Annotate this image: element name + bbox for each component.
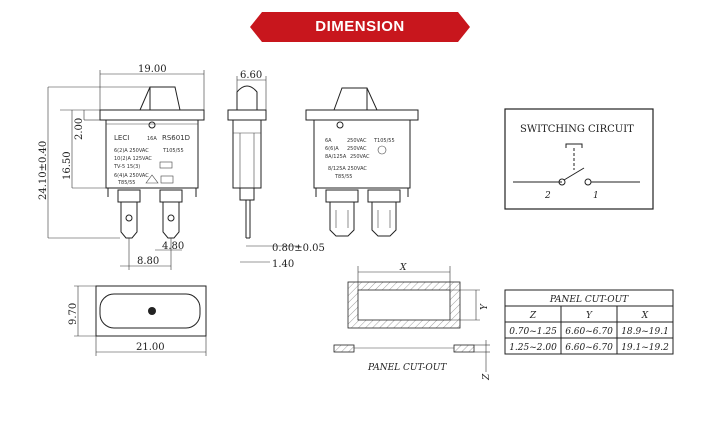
front-view: LECI 16A RS601D 6(2)A 250VAC T105/55 10(… [38, 64, 205, 270]
marking-brand: LECI [114, 134, 129, 142]
marking-t105: T105/55 [162, 148, 184, 154]
ul-logo-icon [159, 161, 173, 169]
front-height-dim: 24.10±0.40 [38, 141, 49, 200]
marking-t85: T85/55 [117, 180, 135, 186]
panel-caption: PANEL CUT-OUT [367, 363, 447, 373]
side-view: 6.60 0.80±0.05 1.40 [227, 70, 325, 270]
circuit-pin-left: 2 [544, 191, 551, 201]
table-cell: 6.60~6.70 [565, 327, 613, 337]
panel-x-label: X [399, 263, 407, 273]
table-cell: 18.9~19.1 [621, 327, 669, 337]
pin-thickness-dim: 0.80±0.05 [272, 243, 325, 254]
front-top-dim: 2.00 [74, 118, 85, 140]
back-marking-2: T105/55 [373, 138, 395, 144]
back-marking-1: 250VAC [347, 138, 367, 144]
table-header-y: Y [586, 311, 593, 321]
dimension-banner [250, 12, 470, 42]
marking-16a: 16A [147, 136, 157, 142]
marking-line3: TV-5 15(3) [113, 164, 140, 170]
cqc-logo-icon [377, 145, 387, 155]
marking-line1: 6(2)A 250VAC [114, 148, 149, 154]
back-marking-8: T85/55 [334, 174, 352, 180]
pin-width-dim: 4.80 [162, 241, 184, 252]
cert-mark-icon [160, 175, 174, 184]
panel-z-label: Z [482, 373, 492, 381]
front-width-dim: 19.00 [138, 64, 167, 75]
banner-shape [250, 12, 470, 42]
bottom-length-dim: 21.00 [136, 342, 165, 353]
table-title: PANEL CUT-OUT [549, 295, 629, 305]
bottom-height-dim: 9.70 [68, 303, 79, 325]
switching-circuit: SWITCHING CIRCUIT 2 1 [504, 108, 654, 210]
circuit-pin-right: 1 [593, 191, 599, 201]
marking-line4: 6(4)A 250VAC [114, 173, 149, 179]
banner-title: DIMENSION [315, 18, 405, 35]
table-cell: 19.1~19.2 [621, 343, 669, 353]
circuit-title: SWITCHING CIRCUIT [520, 124, 634, 135]
panel-cutout-drawing: X Y Z PANEL CUT-OUT [333, 263, 492, 381]
pin-spacing-dim: 8.80 [137, 256, 159, 267]
back-marking-4: 250VAC [347, 146, 367, 152]
back-marking-7: 8/125A 250VAC [328, 166, 367, 172]
bottom-dot [148, 307, 156, 315]
pin-offset-dim: 1.40 [272, 259, 294, 270]
back-marking-3: 6(6)A [325, 146, 339, 152]
panel-y-label: Y [480, 303, 490, 310]
marking-model: RS601D [162, 134, 190, 142]
back-marking-6: 250VAC [350, 154, 370, 160]
table-cell: 1.25~2.00 [509, 343, 557, 353]
marking-line2: 10(2)A 125VAC [114, 156, 152, 162]
table-cell: 0.70~1.25 [509, 327, 557, 337]
panel-cutout-table: PANEL CUT-OUT Z Y X 0.70~1.25 6.60~6.70 … [504, 289, 674, 355]
table-header-x: X [641, 311, 649, 321]
table-header-z: Z [529, 311, 537, 321]
bottom-view: 9.70 21.00 [68, 285, 207, 356]
back-marking-5: 8A/125A [325, 154, 347, 160]
front-body-dim: 16.50 [62, 151, 73, 180]
side-width-dim: 6.60 [240, 70, 262, 81]
back-marking-0: 6A [325, 138, 332, 144]
ce-triangle-icon [145, 174, 159, 184]
back-view: 6A 250VAC T105/55 6(6)A 250VAC 8A/125A 2… [305, 87, 419, 237]
table-cell: 6.60~6.70 [565, 343, 613, 353]
